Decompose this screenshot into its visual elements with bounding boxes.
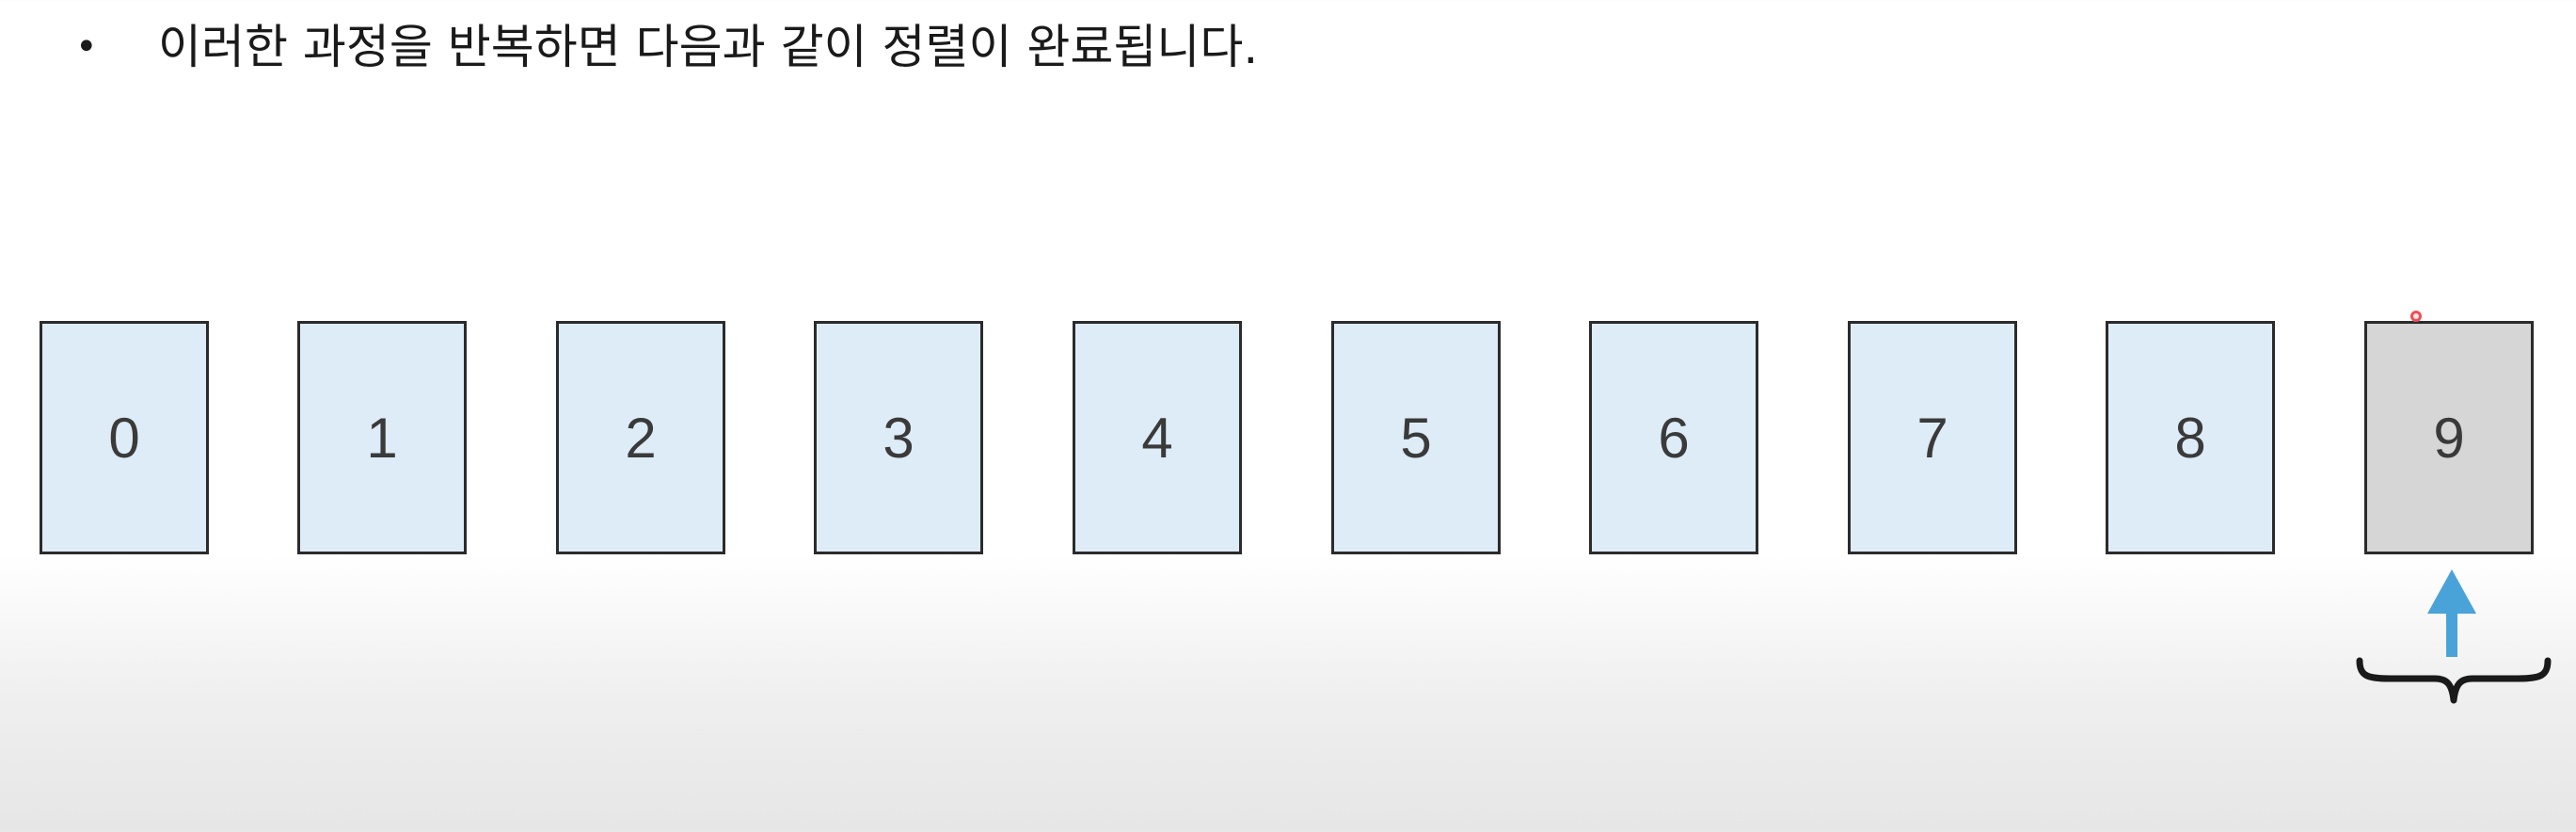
array-card: 4 [1073,321,1242,554]
array-card: 7 [1848,321,2017,554]
array-card-highlighted: 9 [2364,321,2534,554]
array-card: 0 [40,321,209,554]
curly-brace-icon [2356,657,2552,704]
pointer-group [2356,569,2552,704]
array-card: 8 [2106,321,2275,554]
up-arrow-icon [2427,569,2476,657]
array-card: 5 [1331,321,1501,554]
array-card: 3 [814,321,983,554]
array-card: 1 [297,321,467,554]
array-card: 6 [1589,321,1758,554]
bullet-item: • 이러한 과정을 반복하면 다음과 같이 정렬이 완료됩니다. [75,9,1258,85]
cursor-dot-icon [2410,311,2422,322]
bullet-text: 이러한 과정을 반복하면 다음과 같이 정렬이 완료됩니다. [158,20,1259,74]
array-card: 2 [556,321,725,554]
bullet-marker: • [75,25,98,69]
